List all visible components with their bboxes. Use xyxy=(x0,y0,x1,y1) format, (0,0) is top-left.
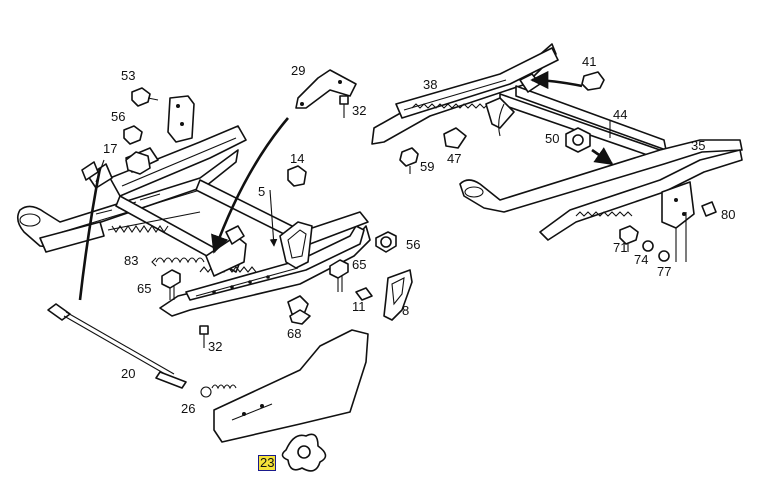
left-seat-frame xyxy=(16,125,371,317)
callout-71[interactable]: 71 xyxy=(613,240,628,255)
bolt-65-right xyxy=(329,259,349,292)
callout-74[interactable]: 74 xyxy=(634,252,649,267)
right-seat-frame xyxy=(371,43,743,241)
callout-17[interactable]: 17 xyxy=(103,141,118,156)
callout-56-top[interactable]: 56 xyxy=(111,109,126,124)
washer-74 xyxy=(642,240,654,252)
pin-32-top xyxy=(339,95,349,118)
callout-44[interactable]: 44 xyxy=(613,107,628,122)
callout-5[interactable]: 5 xyxy=(258,184,266,199)
callout-26[interactable]: 26 xyxy=(181,401,196,416)
spring-26 xyxy=(200,384,237,398)
callout-14[interactable]: 14 xyxy=(290,151,305,166)
callout-47[interactable]: 47 xyxy=(447,151,462,166)
callout-56-right[interactable]: 56 xyxy=(406,237,421,252)
callout-65-right[interactable]: 65 xyxy=(352,257,367,272)
clip-47 xyxy=(443,127,467,149)
nut-17 xyxy=(125,151,151,175)
callout-11[interactable]: 11 xyxy=(352,299,366,314)
recliner-knob-23 xyxy=(281,433,327,472)
clip-80 xyxy=(701,201,717,217)
clip-68 xyxy=(289,309,311,325)
cable-20 xyxy=(47,303,187,389)
washer-77 xyxy=(658,250,670,262)
bolt-56-right xyxy=(375,231,397,253)
callout-8[interactable]: 8 xyxy=(402,303,410,318)
nut-50 xyxy=(565,127,591,153)
callout-38[interactable]: 38 xyxy=(423,77,438,92)
side-cover-panel xyxy=(213,329,369,443)
spring-83 xyxy=(151,257,205,267)
pin-11 xyxy=(355,287,373,301)
handle-8 xyxy=(383,269,413,321)
bolt-65-left xyxy=(161,269,181,300)
bolt-71 xyxy=(619,225,639,252)
callout-80[interactable]: 80 xyxy=(721,207,736,222)
callout-68[interactable]: 68 xyxy=(287,326,302,341)
callout-35[interactable]: 35 xyxy=(691,138,706,153)
callout-65-left[interactable]: 65 xyxy=(137,281,152,296)
callout-29[interactable]: 29 xyxy=(291,63,306,78)
bolt-56-left xyxy=(123,87,159,145)
callout-41[interactable]: 41 xyxy=(582,54,597,69)
callout-50[interactable]: 50 xyxy=(545,131,560,146)
bracket-29 xyxy=(295,69,357,109)
bolt-59 xyxy=(399,147,419,174)
cap-41 xyxy=(581,71,605,91)
callout-53[interactable]: 53 xyxy=(121,68,136,83)
cap-14 xyxy=(287,165,307,187)
callout-77[interactable]: 77 xyxy=(657,264,672,279)
callout-20[interactable]: 20 xyxy=(121,366,136,381)
callout-32-bottom[interactable]: 32 xyxy=(208,339,223,354)
callout-32-top[interactable]: 32 xyxy=(352,103,367,118)
pin-32-bottom xyxy=(199,325,209,348)
callout-59[interactable]: 59 xyxy=(420,159,435,174)
callout-23-selected[interactable]: 23 xyxy=(258,455,277,471)
plate-53 xyxy=(167,95,195,143)
callout-83[interactable]: 83 xyxy=(124,253,139,268)
